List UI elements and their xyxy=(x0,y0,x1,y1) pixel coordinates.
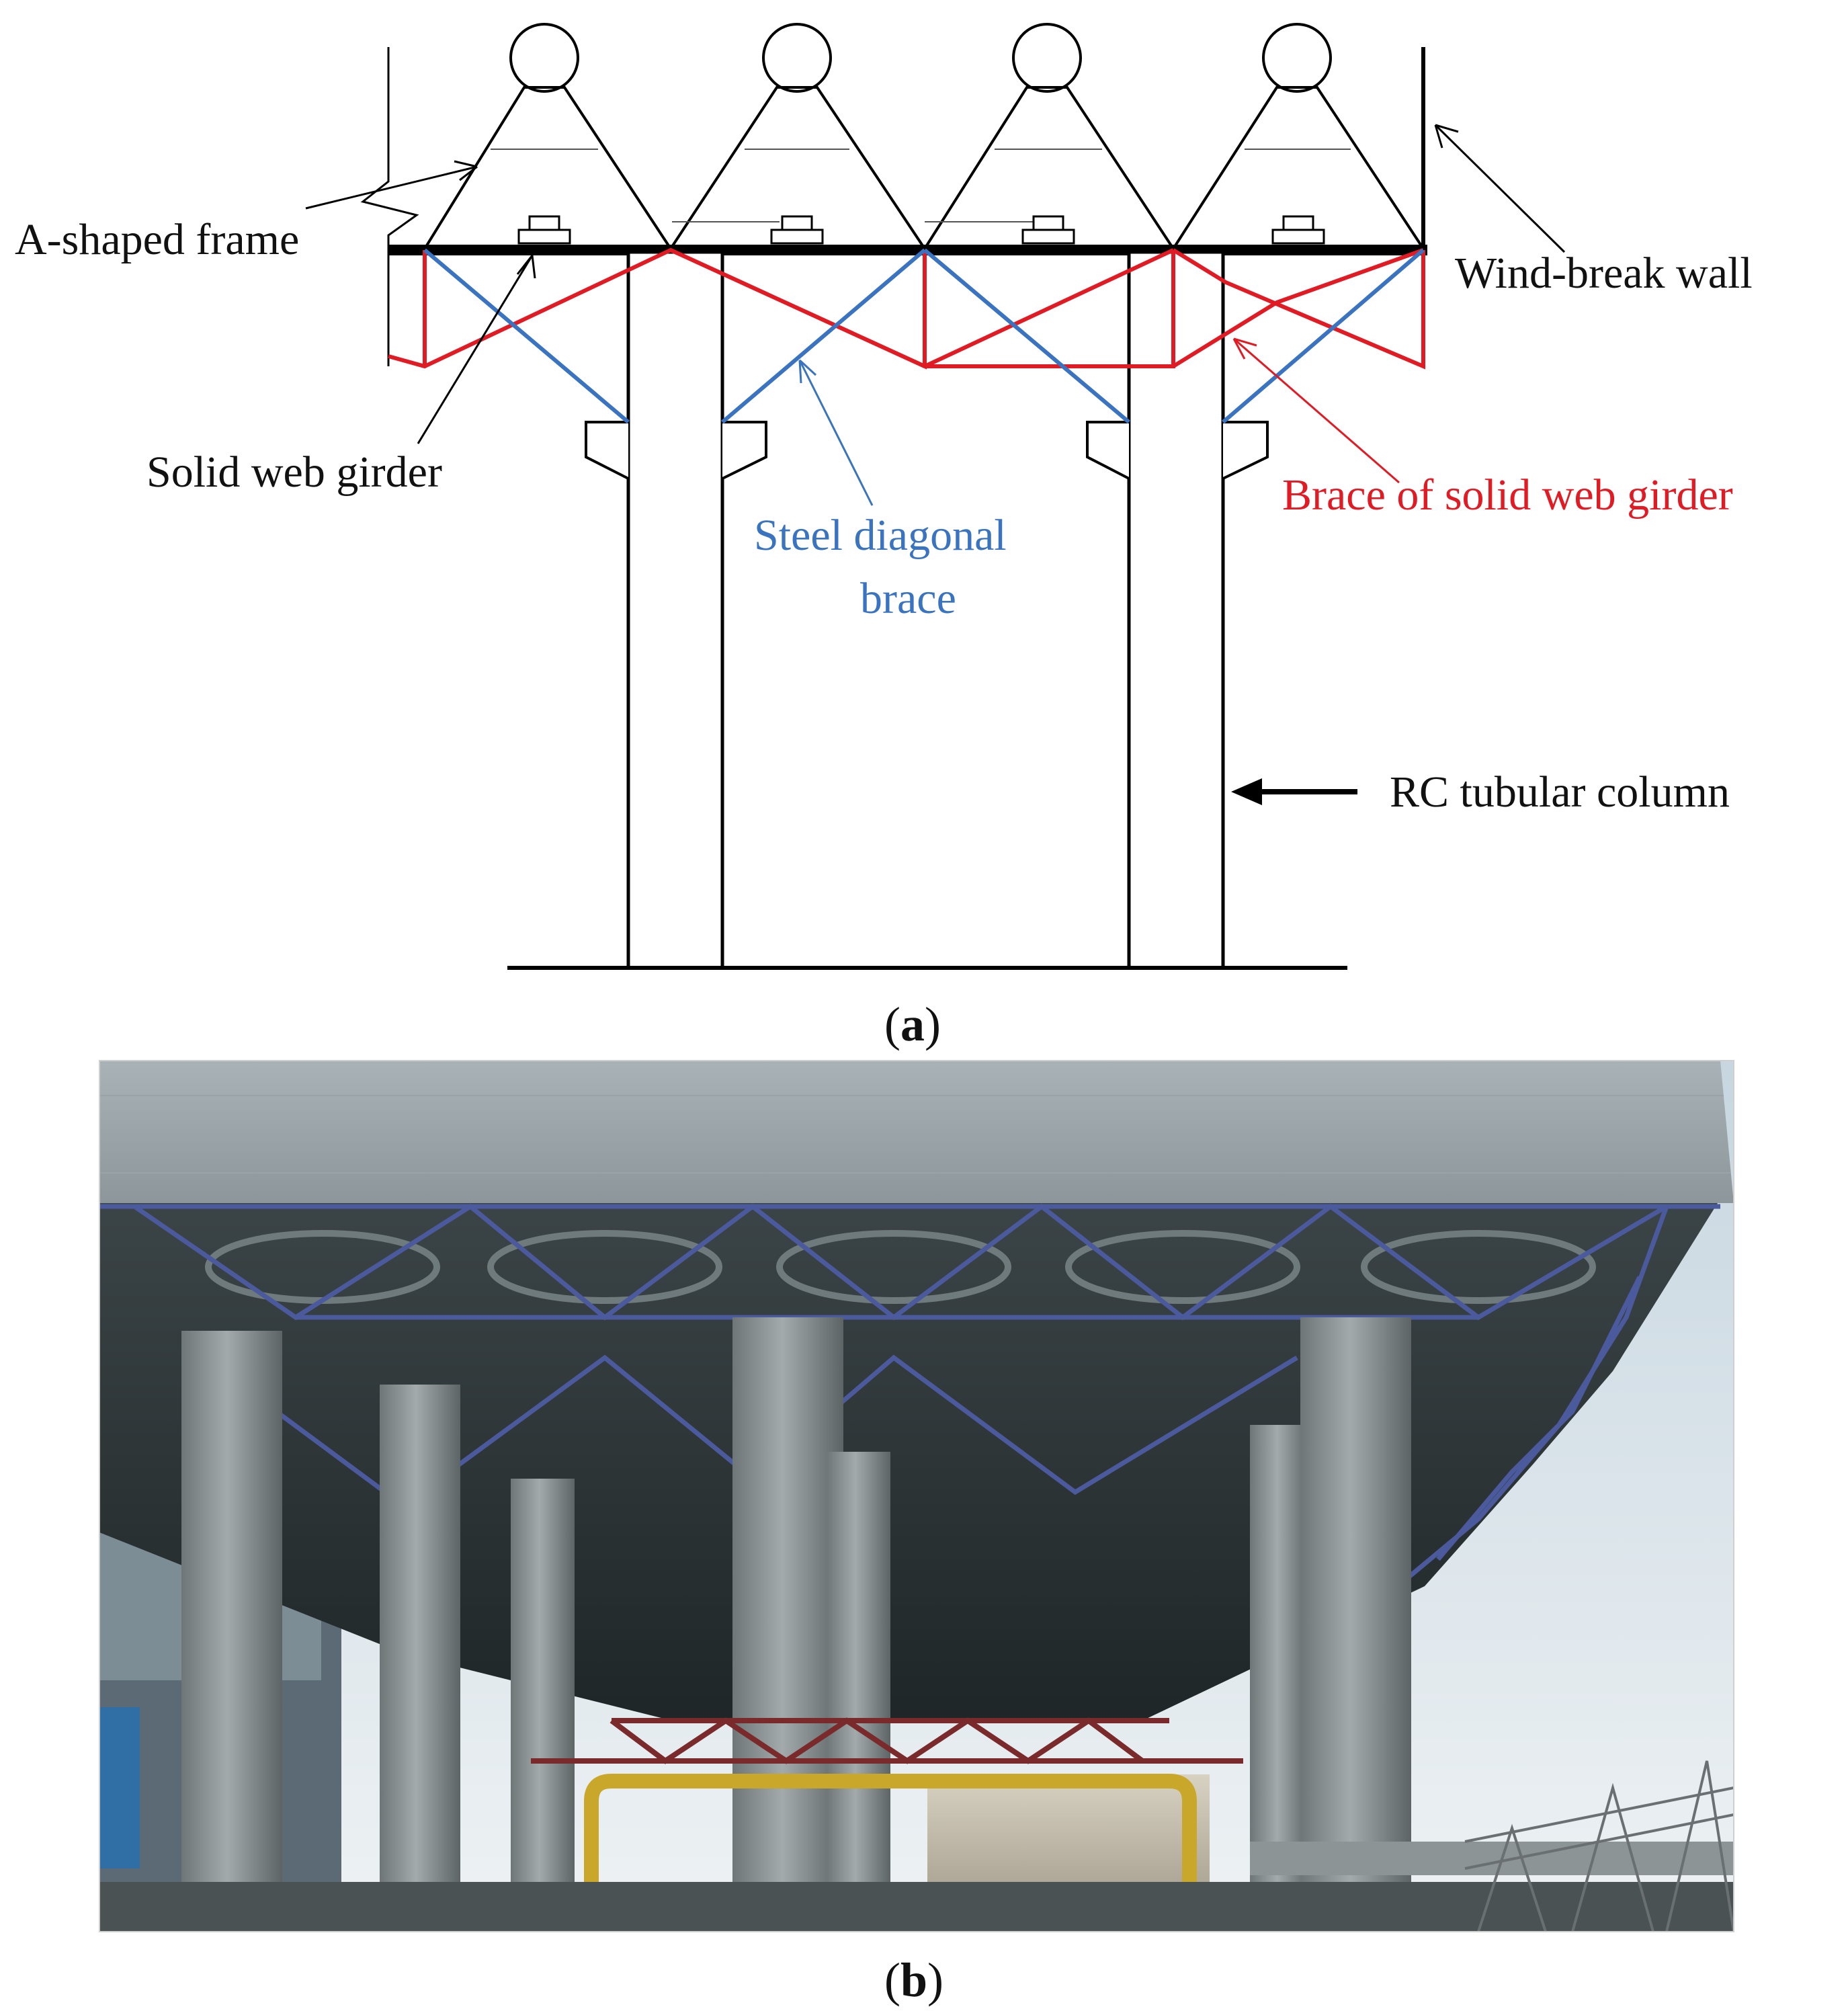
label-brace-of-solid-web-girder: Brace of solid web girder xyxy=(1282,470,1733,520)
photo-pipe-rack xyxy=(531,1717,1243,1764)
fan-circle-4 xyxy=(1262,23,1332,93)
panel-a-diagram: A-shaped frame Wind-break wall Solid web… xyxy=(15,23,1753,1051)
fan-circle-3 xyxy=(1012,23,1082,93)
brace-of-solid-web-girder-lines xyxy=(388,247,1425,370)
photo-transmission-towers xyxy=(1464,1760,1734,1932)
a-shaped-frames xyxy=(423,86,1425,250)
label-a-shaped-frame: A-shaped frame xyxy=(15,215,299,264)
annotation-arrows xyxy=(305,124,1566,506)
left-break-edge xyxy=(360,47,419,366)
panel-a-tag: (a) xyxy=(884,997,941,1051)
a-frame-ties xyxy=(491,149,1351,222)
label-rc-tubular-column: RC tubular column xyxy=(1390,768,1730,817)
rc-column-left xyxy=(626,250,724,970)
photo-steel-trusses xyxy=(99,1203,1720,1588)
panel-b-photo: (b) xyxy=(99,1060,1734,2007)
rc-column-right xyxy=(1127,250,1225,970)
fan-circle-1 xyxy=(509,23,579,93)
label-solid-web-girder: Solid web girder xyxy=(146,448,442,497)
photo-cladding xyxy=(99,1061,1734,1203)
rc-columns xyxy=(626,250,1225,970)
photo-yellow-pipe xyxy=(584,1774,1197,1932)
label-wind-break-wall: Wind-break wall xyxy=(1455,249,1753,298)
panel-b-tag: (b) xyxy=(884,1953,943,2007)
label-steel-diagonal-brace-line2: brace xyxy=(860,574,956,623)
label-steel-diagonal-brace-line1: Steel diagonal xyxy=(754,511,1007,560)
rc-column-arrow xyxy=(1231,778,1357,805)
steel-diagonal-brace-lines xyxy=(423,248,1425,424)
corbels xyxy=(585,421,1269,480)
equipment-boxes xyxy=(517,215,1325,245)
fan-circle-2 xyxy=(762,23,832,93)
